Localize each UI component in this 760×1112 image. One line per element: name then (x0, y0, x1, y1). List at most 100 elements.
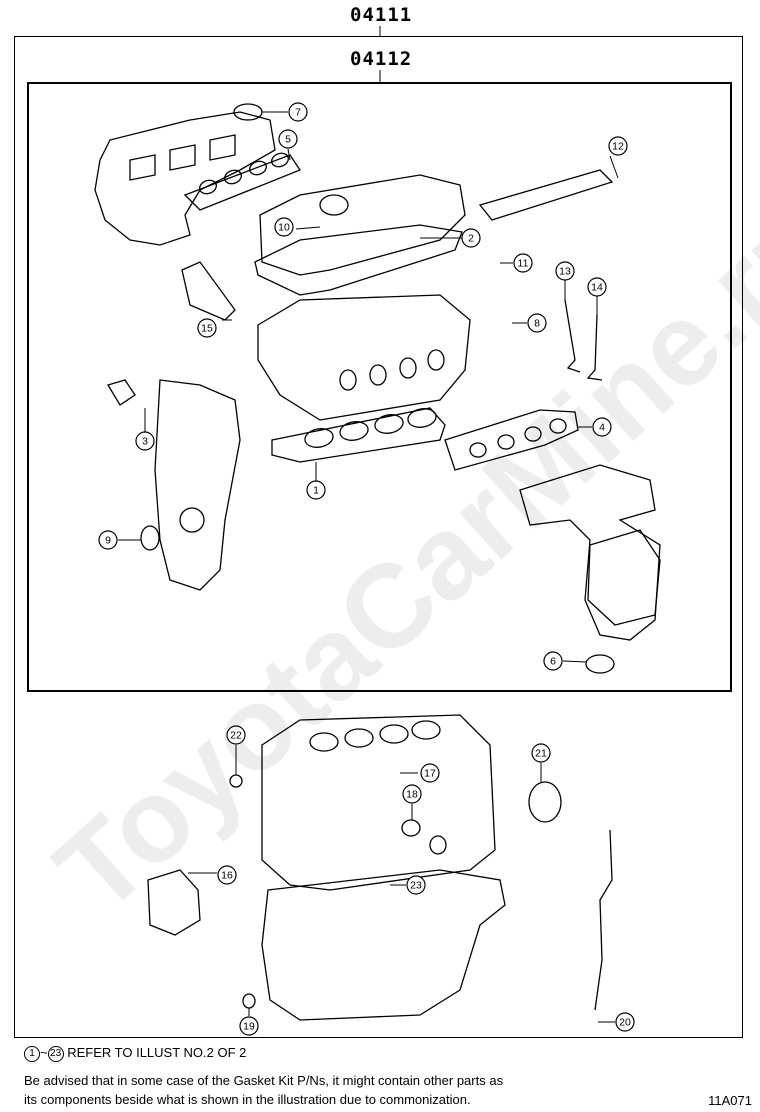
valve-cover-gasket-drawing (254, 224, 463, 296)
callout-circle-22 (226, 725, 246, 745)
callout-circle-17 (420, 763, 440, 783)
callout-6: 6 (543, 651, 563, 671)
callout-1: 1 (306, 480, 326, 500)
callout-number-13: 13 (559, 266, 571, 278)
water-outlet-drawing (107, 379, 136, 406)
callout-circle-19 (239, 1016, 259, 1036)
callout-12: 12 (608, 136, 628, 156)
callout-9: 9 (98, 530, 118, 550)
callout-21: 21 (531, 743, 551, 763)
callout-number-4: 4 (599, 422, 605, 434)
exhaust-manifold-gasket-drawing (444, 409, 579, 471)
intake-gasket-drawing (183, 152, 301, 211)
exhaust-manifold-drawing (519, 464, 661, 641)
catalytic-converter-drawing (587, 529, 661, 626)
timing-chain-cover-drawing (154, 379, 241, 591)
callout-8: 8 (527, 313, 547, 333)
ref-text: REFER TO ILLUST NO.2 OF 2 (67, 1045, 247, 1060)
callout-circle-12 (608, 136, 628, 156)
callout-13: 13 (555, 261, 575, 281)
callout-number-1: 1 (313, 485, 319, 497)
callout-number-15: 15 (201, 323, 213, 335)
callout-circle-3 (135, 431, 155, 451)
callout-number-19: 19 (243, 1021, 255, 1033)
catalog-id: 11A071 (708, 1093, 752, 1108)
callout-circle-21 (531, 743, 551, 763)
callout-number-11: 11 (518, 258, 529, 270)
callout-number-21: 21 (535, 748, 547, 760)
callout-14: 14 (587, 277, 607, 297)
ref-tilde: ~ (40, 1045, 48, 1060)
callout-circle-10 (274, 217, 294, 237)
reference-note: 1~23 REFER TO ILLUST NO.2 OF 2 (24, 1045, 246, 1062)
callout-number-3: 3 (142, 436, 148, 448)
callout-circle-11 (513, 253, 533, 273)
callout-number-5: 5 (285, 134, 291, 146)
cylinder-block-drawing (261, 714, 496, 891)
plug-22-drawing (229, 774, 243, 788)
callout-number-12: 12 (612, 141, 624, 153)
callout-circle-20 (615, 1012, 635, 1032)
callout-19: 19 (239, 1016, 259, 1036)
callout-circle-4 (592, 417, 612, 437)
oil-control-valve-drawing (181, 261, 236, 321)
oil-filter-bracket-drawing (429, 835, 447, 855)
callout-10: 10 (274, 217, 294, 237)
advisory-line-1: Be advised that in some case of the Gask… (24, 1073, 504, 1088)
callout-circle-9 (98, 530, 118, 550)
callout-circle-16 (217, 865, 237, 885)
callout-circle-23 (406, 875, 426, 895)
outer-assembly-code: 04111 (350, 4, 413, 26)
advisory-line-2: its components beside what is shown in t… (24, 1092, 471, 1107)
callout-circle-2 (461, 228, 481, 248)
callout-7: 7 (288, 102, 308, 122)
intake-manifold-drawing (94, 111, 276, 246)
ref-start-circle: 1 (24, 1045, 40, 1062)
callout-20: 20 (615, 1012, 635, 1032)
callout-circle-6 (543, 651, 563, 671)
callout-number-16: 16 (221, 870, 233, 882)
callout-number-14: 14 (591, 282, 603, 294)
callout-16: 16 (217, 865, 237, 885)
callout-17: 17 (420, 763, 440, 783)
valve-cover-drawing (259, 174, 466, 276)
callout-number-2: 2 (468, 233, 474, 245)
callout-11: 11 (513, 253, 533, 273)
rear-crankshaft-oil-seal-drawing (528, 781, 562, 823)
exhaust-valve-drawing (586, 314, 603, 381)
callout-circle-14 (587, 277, 607, 297)
inner-frame (27, 82, 732, 692)
callout-22: 22 (226, 725, 246, 745)
callout-circle-8 (527, 313, 547, 333)
callout-circle-1 (306, 480, 326, 500)
callout-circle-5 (278, 129, 298, 149)
callout-23: 23 (406, 875, 426, 895)
callout-3: 3 (135, 431, 155, 451)
cylinder-head-drawing (257, 294, 471, 421)
water-pump-drawing (147, 869, 201, 936)
intake-valve-drawing (564, 299, 581, 373)
callout-number-17: 17 (424, 768, 436, 780)
callout-circle-15 (197, 318, 217, 338)
callout-circle-13 (555, 261, 575, 281)
callout-number-9: 9 (105, 535, 111, 547)
callout-number-23: 23 (410, 880, 422, 892)
callout-circle-7 (288, 102, 308, 122)
callout-18: 18 (402, 784, 422, 804)
inner-assembly-code: 04112 (350, 48, 413, 70)
callout-number-10: 10 (278, 222, 290, 234)
leader-lines (118, 111, 619, 1023)
oil-filter-union-drawing (401, 819, 421, 837)
callout-number-18: 18 (406, 789, 418, 801)
exhaust-pipe-gasket-drawing (585, 654, 615, 674)
oil-pan-drawing (261, 869, 506, 1021)
crankshaft-front-oil-seal-drawing (140, 525, 160, 551)
callout-2: 2 (461, 228, 481, 248)
plug-19-drawing (242, 993, 256, 1009)
ref-end-circle: 23 (47, 1045, 64, 1062)
head-gasket-drawing (271, 407, 446, 463)
callout-4: 4 (592, 417, 612, 437)
callout-number-6: 6 (550, 656, 556, 668)
